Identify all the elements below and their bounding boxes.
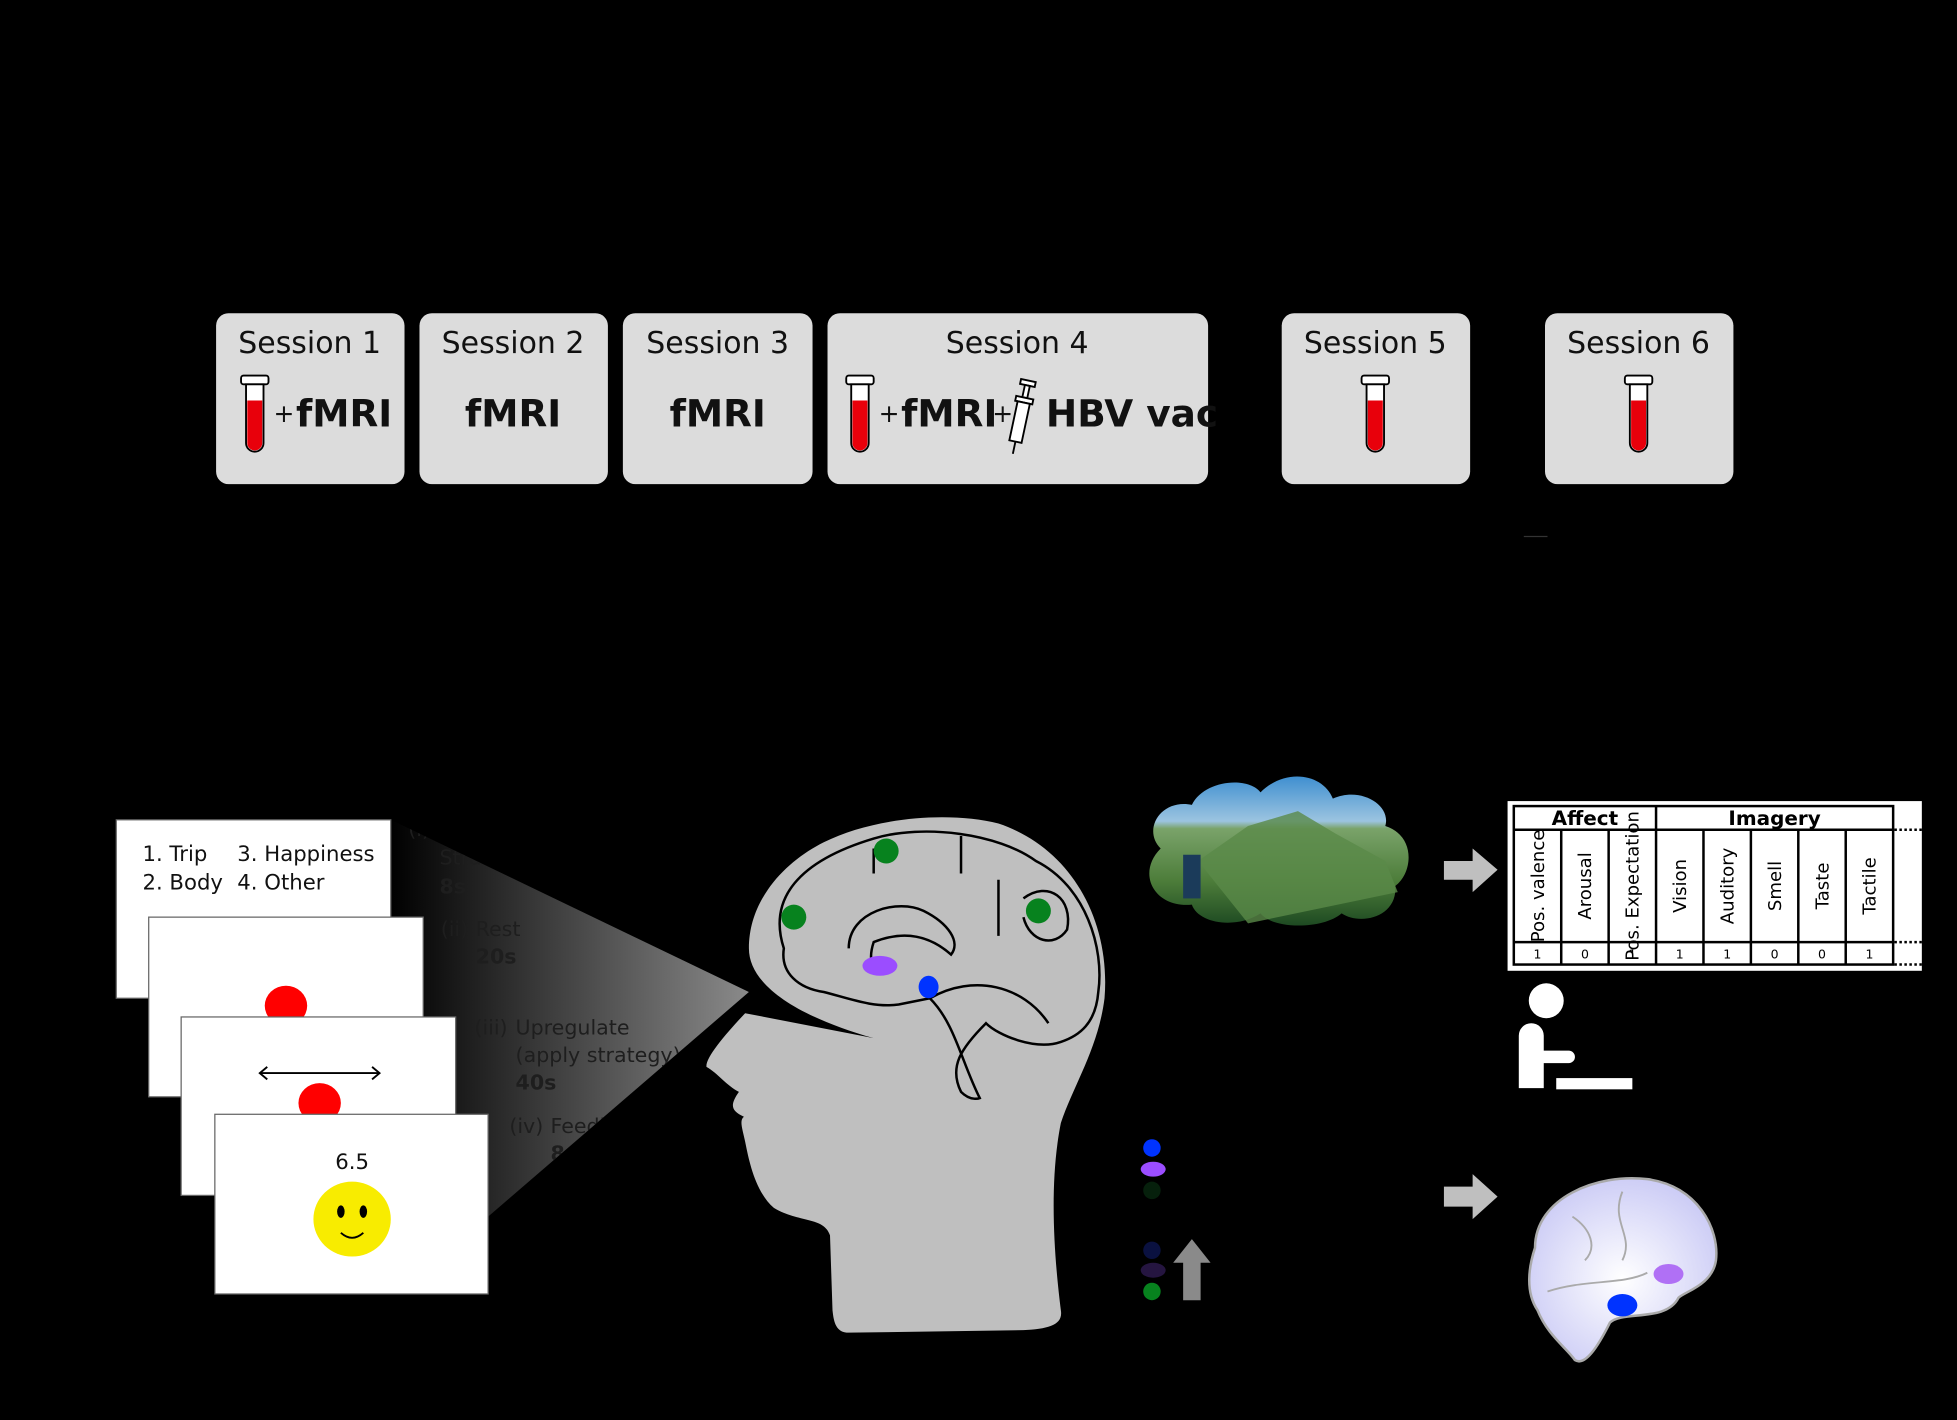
right-arrow-icon [1443,1174,1498,1220]
region-purple-dot [1140,1161,1166,1177]
session-1-box: Session 1 + fMRI [216,313,405,485]
session-title: Session 5 [1304,326,1447,361]
region-legend [1140,1139,1211,1301]
table-cell: 0 [1771,946,1779,961]
session-5-box: Session 5 [1281,313,1471,485]
strategy-option: 4. Other [237,871,324,896]
region-blue-dot [918,975,939,999]
table-column-header: Taste [1812,863,1833,911]
rating-table: Affect Imagery Pos. valence 1 Arousal 0 Pos.… [1507,801,1922,971]
strategy-option: 3. Happiness [237,842,374,867]
session-3-box: Session 3 fMRI [622,313,813,485]
table-column-header: Pos. Expectation [1623,811,1644,961]
hiker-icon [1183,854,1201,899]
phase-3-duration: 40s [516,1070,557,1094]
fmri-label: fMRI [296,392,392,436]
blood-tube-icon [1623,374,1654,453]
table-column-header: Pos. valence [1528,830,1549,943]
table-cell: 0 [1818,946,1826,961]
phase-3-name: Upregulate [516,1015,630,1039]
session-timeline: Session 1 + fMRI Session 2 fMRI Session … [216,313,1734,538]
table-column-header: Arousal [1575,852,1596,919]
phase-1-name: Strategy [439,846,527,870]
session-title: Session 1 [238,326,381,361]
strategy-option: 2. Body [142,871,222,896]
feedback-score: 6.5 [335,1150,369,1175]
session-6-box: Session 6 [1545,313,1734,485]
plus-sign: + [879,399,900,428]
fmri-label: fMRI [465,392,561,436]
red-dot [298,1083,341,1124]
phase-1-duration: 8s [439,874,466,898]
session-4-box: Session 4 + fMRI + HBV vac [827,313,1218,485]
phase-2-name: Rest [476,917,521,941]
head-silhouette [706,817,1106,1333]
session-title: Session 4 [946,326,1089,361]
phase-4-number: (iv) [509,1114,543,1138]
up-arrow-icon [1173,1239,1211,1301]
region-green-dot [1025,898,1051,924]
table-cell: 1 [1865,946,1873,961]
phase-2-duration: 20s [476,944,517,968]
mountain-hiker-thought-cloud [1149,776,1409,926]
fmri-label: fMRI [901,392,997,436]
region-green-dot [873,838,899,864]
blood-tube-icon [240,374,270,453]
table-group-imagery: Imagery [1728,806,1820,830]
region-purple-dot [862,955,898,976]
table-cell: 0 [1581,946,1589,961]
hbv-vaccine-label: HBV vac [1046,392,1218,436]
region-green-dot [1143,1282,1161,1301]
fmri-label: fMRI [670,392,766,436]
region-purple-dot-dim [1140,1262,1166,1278]
plus-sign: + [273,399,294,428]
table-group-affect: Affect [1552,806,1619,830]
region-purple-dot [1653,1264,1684,1284]
double-arrow-icon [258,1066,382,1081]
phase-3-detail: (apply strategy) [516,1043,681,1067]
table-column-header: Vision [1670,859,1691,913]
table-column-header: Tactile [1860,857,1881,915]
session-title: Session 6 [1567,326,1710,361]
table-cell: 1 [1534,946,1542,961]
table-cell: 1 [1628,946,1636,961]
phase-4-duration: 8s [551,1141,578,1165]
region-blue-dot [1607,1293,1638,1317]
table-cell: 1 [1723,946,1731,961]
region-green-dot-dim [1143,1181,1161,1200]
feedback-screen: 6.5 [214,1113,489,1295]
region-blue-dot-dim [1143,1241,1161,1260]
phase-2-number: (ii) [441,917,469,941]
session-2-box: Session 2 fMRI [419,313,608,485]
session-title: Session 3 [646,326,789,361]
brain-lateral-icon [1528,1177,1718,1363]
red-dot [264,985,308,1026]
smiley-icon [313,1181,391,1257]
table-cell: 1 [1676,946,1684,961]
region-green-dot [781,904,807,930]
phase-4-name: Feedback [551,1114,649,1138]
strategy-option: 1. Trip [142,842,207,867]
region-blue-dot [1143,1139,1161,1157]
person-at-desk-icon [1518,983,1633,1090]
plus-sign: + [992,399,1013,428]
session-title: Session 2 [442,326,585,361]
right-arrow-icon [1443,848,1498,893]
phase-3-number: (iii) [474,1015,507,1039]
blood-tube-icon [1360,374,1390,453]
phase-1-number: (i) [408,817,430,841]
brain-outline [778,830,1101,1100]
table-column-header: Auditory [1717,847,1738,924]
blood-tube-icon [845,374,875,453]
syringe-icon [1008,377,1037,455]
table-column-header: Smell [1765,861,1786,911]
